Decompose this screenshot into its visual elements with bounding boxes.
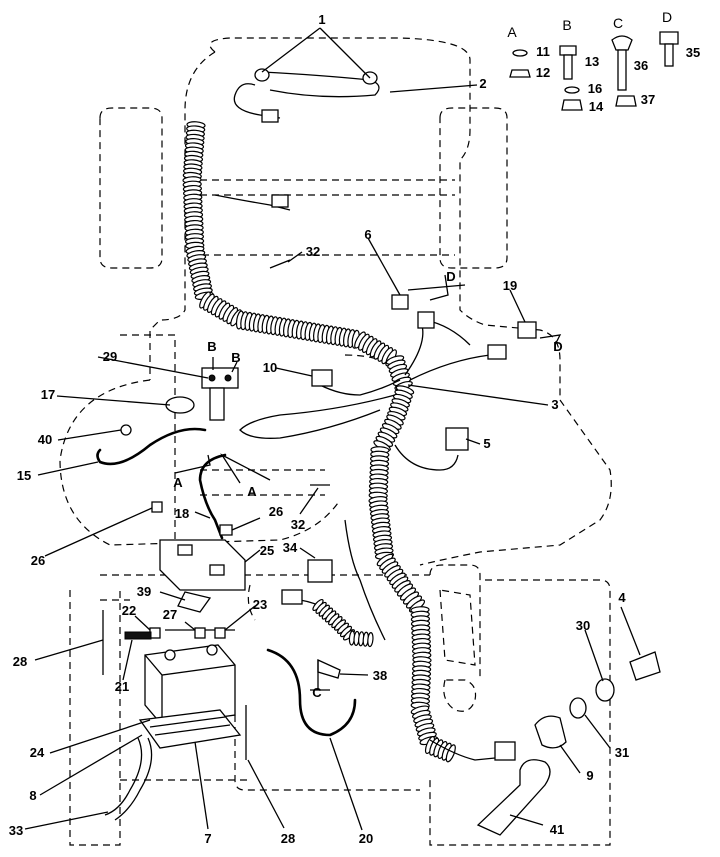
callout-18: 18 (175, 506, 189, 521)
main-wiring-harness (182, 121, 456, 763)
clip-26-right (219, 524, 233, 536)
callout-32-top: 32 (306, 244, 320, 259)
leader-lines (24, 27, 641, 831)
callout-22: 22 (122, 603, 136, 618)
marker-b-left: B (207, 339, 216, 354)
callout-29: 29 (103, 349, 117, 364)
callout-27: 27 (163, 607, 177, 622)
clip-26-left (151, 501, 163, 513)
battery-cables (96, 427, 357, 737)
callout-25: 25 (260, 543, 274, 558)
key-letter-b: B (562, 17, 571, 33)
ground-harness-coil (312, 598, 374, 648)
callout-31: 31 (615, 745, 629, 760)
callout-10: 10 (263, 360, 277, 375)
callout-41: 41 (550, 822, 564, 837)
callout-21: 21 (115, 679, 129, 694)
key-item-35: 35 (686, 45, 700, 60)
coil-loop (367, 632, 374, 648)
callout-1: 1 (318, 12, 325, 27)
drain-tube (476, 759, 551, 836)
key-item-36: 36 (634, 58, 648, 73)
battery-tray (138, 709, 242, 749)
callout-26-right: 26 (269, 504, 283, 519)
cable-18 (198, 453, 227, 540)
key-item-37: 37 (641, 92, 655, 107)
cable-20 (266, 648, 357, 737)
ignition-switch (534, 715, 567, 749)
connector-front-1 (261, 109, 279, 123)
connector-harness-mid (487, 344, 507, 360)
callout-28-left: 28 (13, 654, 27, 669)
ignition-key (629, 651, 661, 681)
pto-switch (417, 311, 435, 329)
hardware-key: A B C D (507, 9, 679, 111)
callout-32-mid: 32 (291, 517, 305, 532)
bolt-21 (124, 631, 152, 640)
key-letter-c: C (613, 15, 623, 31)
callout-38: 38 (373, 668, 387, 683)
coil-loop (445, 744, 456, 763)
callout-labels: 1 2 32 6 19 29 10 3 17 40 15 5 32 26 18 … (9, 12, 700, 846)
fuse-holder (307, 559, 333, 583)
brake-switch (517, 321, 537, 339)
terminal-27 (194, 627, 206, 639)
callout-34: 34 (283, 540, 298, 555)
callout-3: 3 (551, 397, 558, 412)
terminal-23 (214, 627, 226, 639)
connector-front-2 (271, 194, 289, 208)
ground-terminal (317, 658, 341, 679)
marker-a-right: A (247, 484, 257, 499)
callout-28-right: 28 (281, 831, 295, 846)
seat-switch (391, 294, 409, 310)
callout-23: 23 (253, 597, 267, 612)
key-letter-d: D (662, 9, 672, 25)
drain-hose (104, 737, 153, 821)
callout-6: 6 (364, 227, 371, 242)
washer-31 (569, 697, 587, 719)
callout-24: 24 (30, 745, 45, 760)
callout-9: 9 (586, 768, 593, 783)
callout-39: 39 (137, 584, 151, 599)
callout-5: 5 (483, 436, 490, 451)
marker-a-left: A (173, 475, 183, 490)
key-item-16: 16 (588, 81, 602, 96)
bushing-30 (595, 678, 615, 702)
marker-c: C (312, 685, 322, 700)
key-item-12: 12 (536, 65, 550, 80)
callout-26-left: 26 (31, 553, 45, 568)
key-letter-a: A (507, 24, 517, 40)
battery (144, 644, 236, 726)
headlight-bulb-left (254, 68, 270, 82)
callout-4: 4 (618, 590, 626, 605)
cable-15 (96, 427, 207, 466)
callout-33: 33 (9, 823, 23, 838)
callout-17: 17 (41, 387, 55, 402)
callout-20: 20 (359, 831, 373, 846)
terminal-boot (165, 396, 195, 414)
key-item-13: 13 (585, 54, 599, 69)
marker-b-right: B (231, 350, 240, 365)
callout-40: 40 (38, 432, 52, 447)
harness-branches (214, 71, 496, 761)
battery-pad (177, 591, 212, 613)
callout-8: 8 (29, 788, 36, 803)
key-item-14: 14 (589, 99, 604, 114)
solenoid-bracket (159, 539, 246, 591)
parts (102, 68, 661, 836)
callout-19: 19 (503, 278, 517, 293)
marker-d-upper: D (446, 269, 455, 284)
connector-10 (311, 369, 333, 387)
tractor-outline (59, 37, 612, 846)
callout-2: 2 (479, 76, 486, 91)
key-item-11: 11 (536, 44, 550, 59)
callout-7: 7 (204, 831, 211, 846)
callout-30: 30 (576, 618, 590, 633)
switch-5 (445, 427, 469, 451)
marker-d-right: D (553, 339, 562, 354)
callout-15: 15 (17, 468, 31, 483)
ring-terminal-40 (120, 424, 132, 436)
